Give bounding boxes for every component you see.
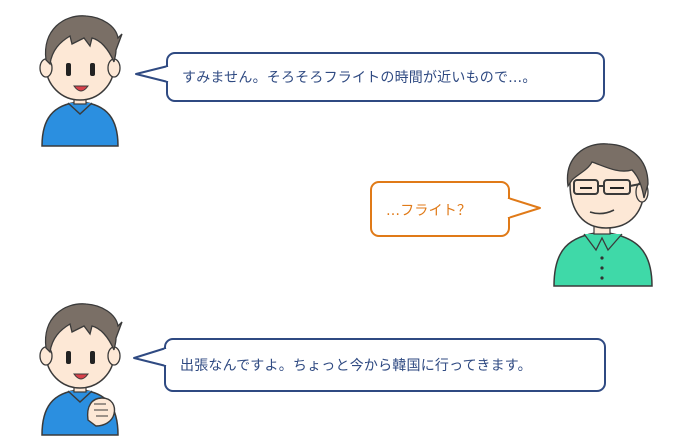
young-man-character-bottom [30,292,130,437]
speech-bubble-1-text: すみません。そろそろフライトの時間が近いもので…。 [182,70,537,86]
young-man-fist-figure-icon [39,303,123,436]
older-man-character [548,140,658,290]
speech-bubble-3-shape-icon [133,338,606,392]
speech-bubble-1-shape-icon [135,52,605,102]
speech-bubble-1: すみません。そろそろフライトの時間が近いもので…。 [130,52,610,104]
speech-bubble-2-shape-icon [370,181,541,237]
speech-bubble-2: …フライト？ [368,180,548,240]
young-man-figure-icon [39,15,123,147]
speech-bubble-3: 出張なんですよ。ちょっと今から韓国に行ってきます。 [130,338,610,394]
speech-bubble-2-text: …フライト？ [386,203,472,219]
young-man-character-top [30,8,130,148]
speech-bubble-3-text: 出張なんですよ。ちょっと今から韓国に行ってきます。 [180,358,532,374]
older-man-figure-icon [553,143,653,287]
